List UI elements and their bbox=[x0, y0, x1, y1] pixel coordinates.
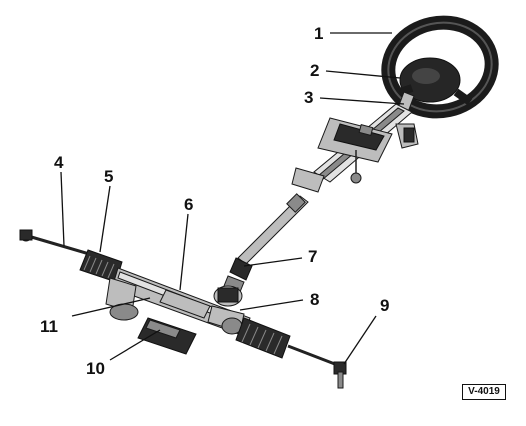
callout-1: 1 bbox=[314, 24, 323, 43]
leader-lines bbox=[60, 32, 405, 365]
steering-column bbox=[223, 91, 419, 293]
callout-10: 10 bbox=[86, 359, 105, 378]
reference-code-label: V-4019 bbox=[462, 384, 506, 400]
callout-7: 7 bbox=[308, 247, 317, 266]
steering-rack bbox=[19, 229, 347, 389]
callout-8: 8 bbox=[310, 290, 319, 309]
steering-wheel bbox=[381, 15, 499, 119]
callout-9: 9 bbox=[380, 296, 389, 315]
callout-11: 11 bbox=[40, 317, 58, 336]
callout-2: 2 bbox=[310, 61, 319, 80]
callout-5: 5 bbox=[104, 167, 113, 186]
callout-3: 3 bbox=[304, 88, 313, 107]
callout-6: 6 bbox=[184, 195, 193, 214]
callout-4: 4 bbox=[54, 153, 64, 172]
